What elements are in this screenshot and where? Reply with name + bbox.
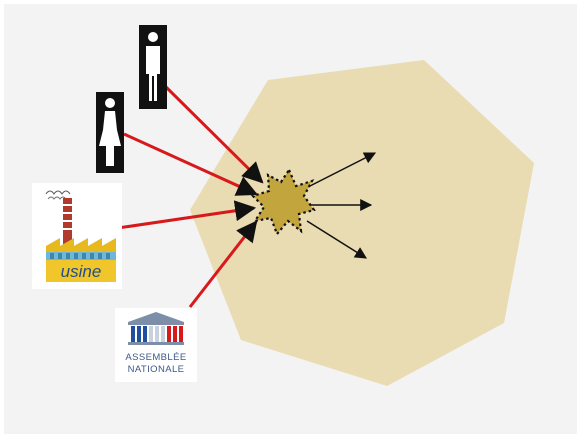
factory-icon: usine [32,183,122,289]
outgoing-arrow-down [306,220,368,259]
outgoing-arrow-up [305,152,377,189]
factory-label: usine [61,262,102,281]
man-icon [139,25,167,109]
outgoing-arrows [305,152,377,259]
woman-icon [96,92,124,173]
star-burst-node [250,167,316,237]
arrow-woman-to-center [123,132,258,196]
parliament-label-line1: ASSEMBLÉE [125,352,186,363]
parliament-label-line2: NATIONALE [128,364,185,375]
parliament-icon: ASSEMBLÉE NATIONALE [115,308,197,382]
influence-region [190,60,534,386]
arrow-man-to-center [163,84,264,184]
arrow-parliament-to-center [188,220,258,308]
